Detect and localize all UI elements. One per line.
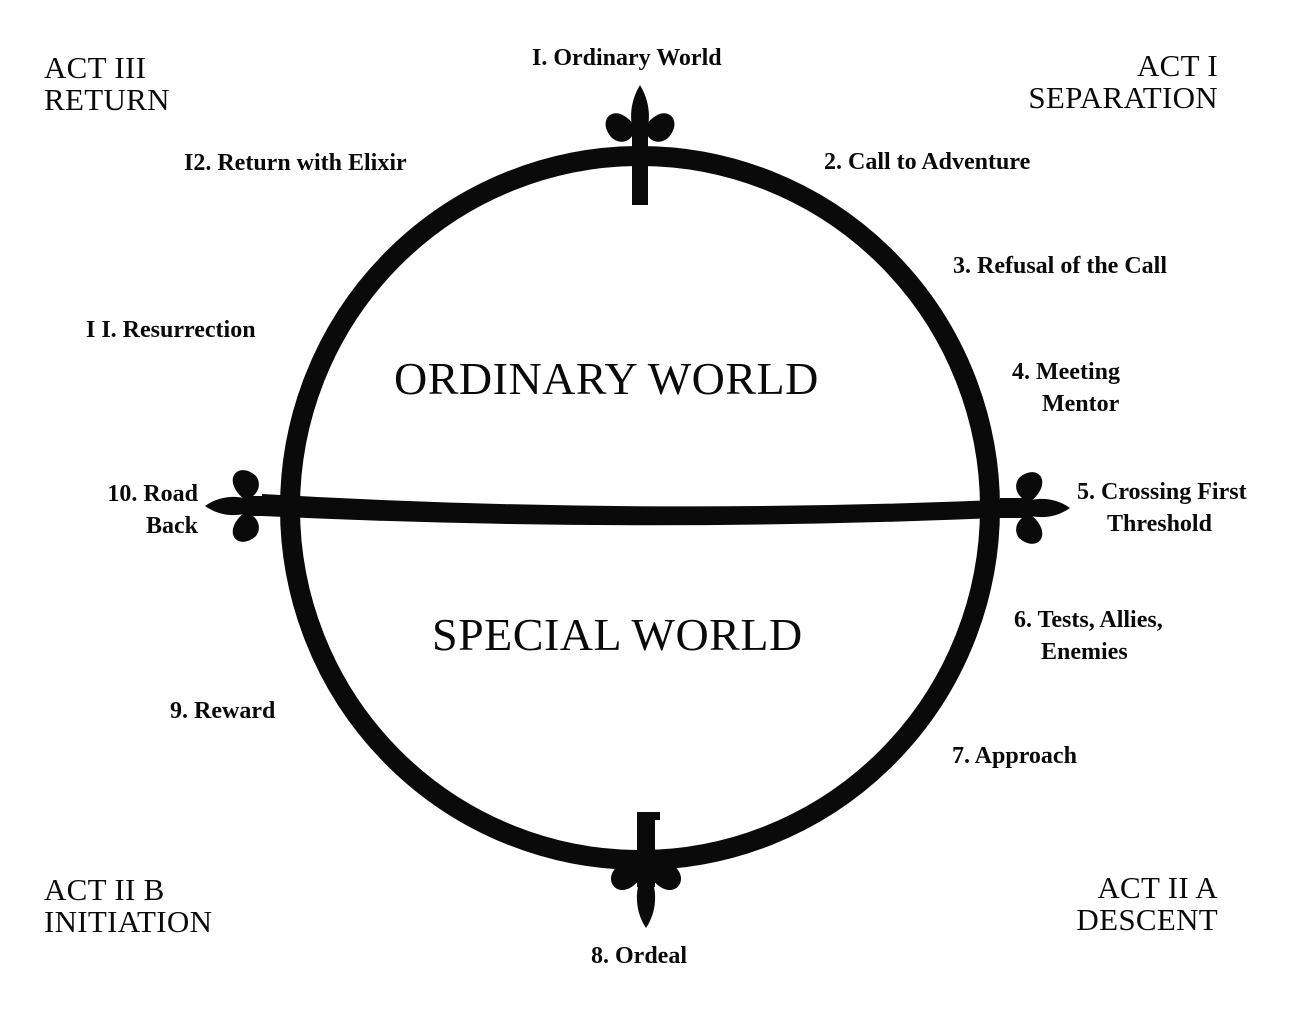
threshold-line xyxy=(262,494,1020,526)
act2a-title: ACT II A xyxy=(1097,870,1218,905)
act3-title: ACT III xyxy=(44,50,147,85)
act2b-label: ACT II B INITIATION xyxy=(44,874,212,938)
act1-subtitle: SEPARATION xyxy=(1028,80,1218,115)
stage-4-label: 4. Meeting Mentor xyxy=(1012,359,1120,417)
act3-subtitle: RETURN xyxy=(44,82,170,117)
act2a-label: ACT II A DESCENT xyxy=(1076,872,1218,936)
stage-8-label: 8. Ordeal xyxy=(591,943,687,969)
stage-9-label: 9. Reward xyxy=(170,698,276,724)
fleur-de-lis-top-icon xyxy=(605,85,675,205)
act1-label: ACT I SEPARATION xyxy=(1028,50,1218,114)
act2a-subtitle: DESCENT xyxy=(1076,902,1218,937)
stage-10-label: 10. Road Back xyxy=(107,481,198,539)
ordinary-world-region-label: ORDINARY WORLD xyxy=(394,353,819,404)
fleur-de-lis-left-icon xyxy=(205,470,274,542)
act1-title: ACT I xyxy=(1136,48,1218,83)
act2b-subtitle: INITIATION xyxy=(44,904,213,939)
stage-7-label: 7. Approach xyxy=(952,743,1077,769)
stage-6-label: 6. Tests, Allies, Enemies xyxy=(1014,607,1163,665)
stage-1-label: I. Ordinary World xyxy=(532,45,722,71)
stage-12-label: I2. Return with Elixir xyxy=(184,150,407,176)
act2b-title: ACT II B xyxy=(44,872,165,907)
stage-5-label: 5. Crossing First Threshold xyxy=(1077,479,1247,537)
special-world-region-label: SPECIAL WORLD xyxy=(432,609,803,660)
stage-3-label: 3. Refusal of the Call xyxy=(953,253,1167,279)
stage-11-label: I I. Resurrection xyxy=(86,317,256,343)
act3-label: ACT III RETURN xyxy=(44,52,170,116)
fleur-de-lis-bottom-icon xyxy=(611,812,681,928)
fleur-de-lis-right-icon xyxy=(1000,472,1070,544)
stage-2-label: 2. Call to Adventure xyxy=(824,149,1031,175)
